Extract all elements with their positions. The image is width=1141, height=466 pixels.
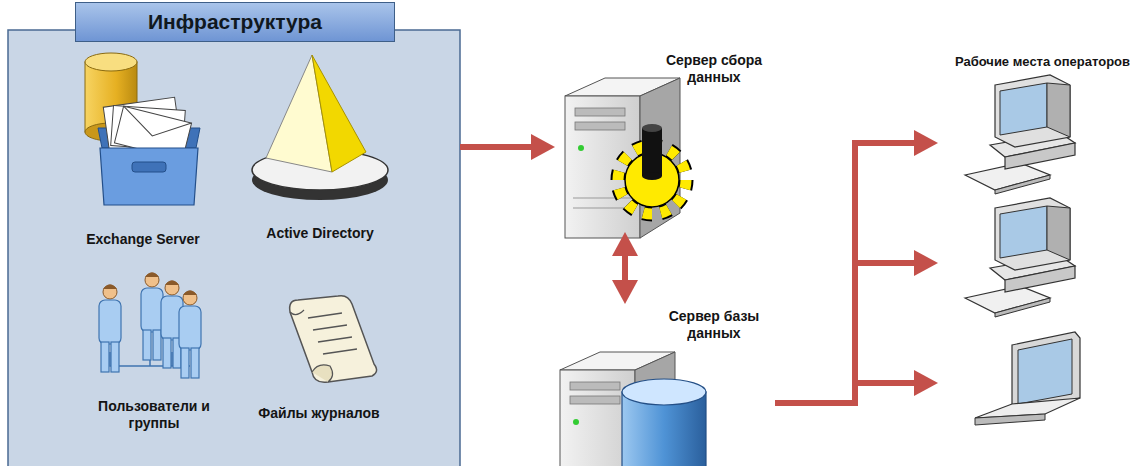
workstation-icons (965, 75, 1080, 425)
node-label: Файлы журналов (258, 405, 379, 422)
directory-icon (252, 55, 388, 200)
item-node: Exchange Server (68, 46, 218, 252)
exchange-icon (132, 162, 166, 172)
ws-node: Рабочие места операторов (938, 50, 1141, 466)
collection-server-icon (642, 124, 662, 132)
log-file-icon (312, 365, 333, 382)
log-file-icon (290, 296, 377, 383)
node-label: Рабочие места операторов (938, 54, 1141, 70)
exchange-icon (85, 53, 137, 71)
item-node: Active Directory (244, 46, 396, 246)
item-node: Файлы журналов (246, 280, 392, 426)
exchange-icon (85, 53, 200, 205)
log-file-icon (313, 325, 347, 330)
collection-server-icon (642, 128, 662, 176)
flow-arrow (460, 147, 545, 148)
flow-arrow (775, 143, 928, 403)
arrow-line (775, 143, 928, 403)
node-label: Сервер сбора данных (653, 52, 775, 86)
arrow-line (460, 144, 545, 150)
users-icon (99, 285, 121, 373)
exchange-icon (118, 106, 191, 144)
panel-ground (8, 30, 460, 466)
arrow-line (855, 380, 928, 386)
users-icon (99, 273, 201, 379)
flow-arrow (625, 242, 626, 294)
workstation-icons (965, 75, 1075, 194)
laptop-icon (975, 332, 1080, 425)
arrow-line (855, 260, 928, 266)
users-icon (141, 273, 163, 361)
panel-ground (8, 30, 460, 466)
server-node: Сервер базы данных (555, 304, 775, 466)
node-label: Сервер базы данных (653, 308, 775, 342)
panel-node: ИнфраструктураExchange ServerActive Dire… (8, 30, 460, 466)
database-server-icon (560, 352, 706, 466)
arrow-line (622, 242, 628, 294)
log-file-icon (290, 310, 304, 315)
log-file-icon (318, 337, 352, 342)
item-node: Пользователи и группы (80, 268, 228, 436)
users-icon (179, 291, 201, 379)
log-file-icon (323, 349, 357, 354)
server-node: Сервер сбора данных (555, 48, 775, 232)
node-label: Пользователи и группы (80, 398, 228, 432)
collection-server-icon (565, 78, 686, 238)
exchange-icon (100, 148, 198, 205)
laptop-icon (975, 414, 1045, 425)
database-server-icon (622, 379, 706, 405)
laptop-icon (1018, 339, 1072, 404)
directory-icon (312, 55, 366, 172)
panel-heading: Инфраструктура (75, 2, 395, 42)
log-file-icon (308, 313, 342, 318)
workstation-icons (965, 198, 1075, 317)
collection-server-icon (642, 172, 662, 180)
node-label: Active Directory (266, 225, 373, 242)
log-file-icon (290, 296, 377, 383)
node-label: Exchange Server (86, 231, 200, 248)
